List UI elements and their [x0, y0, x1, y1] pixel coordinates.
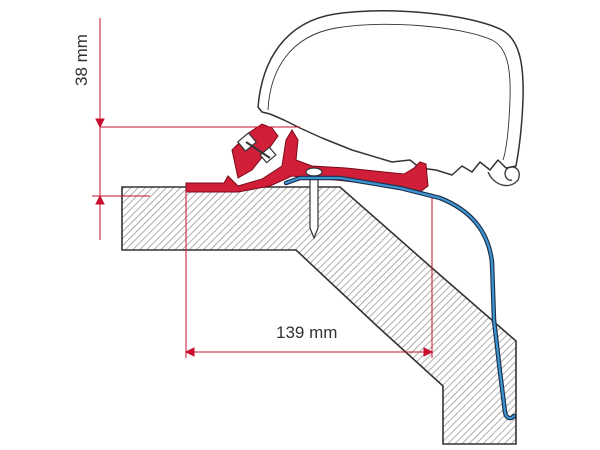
dimension-width [184, 190, 434, 358]
height-dimension-label: 38 mm [72, 34, 91, 86]
awning-cassette [257, 10, 524, 176]
width-dimension-label: 139 mm [276, 323, 338, 342]
roof-wall-section [121, 186, 517, 445]
dimension-height [92, 18, 300, 240]
bracket-arm [231, 123, 279, 179]
cassette-hook-detail [487, 166, 520, 187]
seal-strip-fill [284, 176, 516, 420]
cassette-inner-line [267, 23, 511, 161]
bolt-icon [236, 132, 277, 164]
